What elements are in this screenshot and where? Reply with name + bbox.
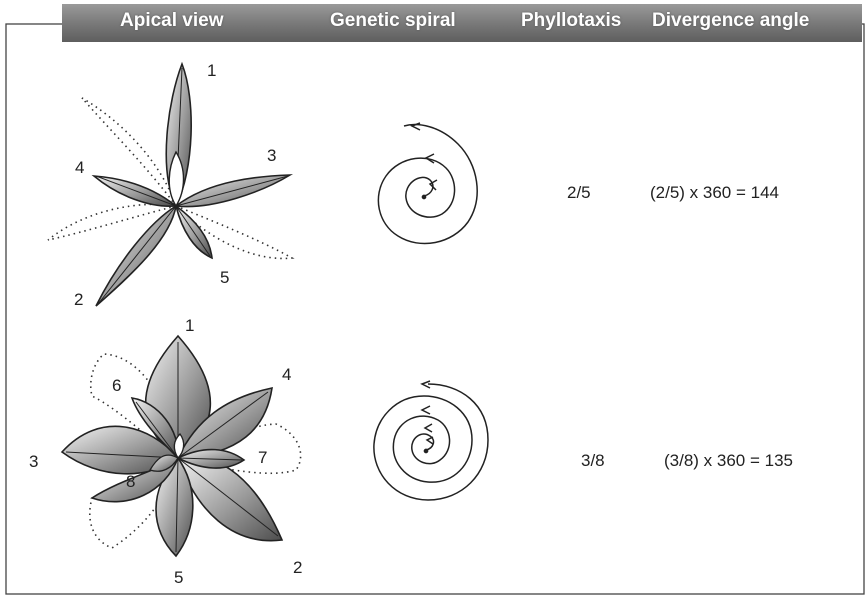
leaf-number: 4 <box>282 365 291 385</box>
leaf-number: 2 <box>293 558 302 578</box>
leaf-number: 3 <box>267 146 276 166</box>
apical-view-row2 <box>62 336 301 556</box>
leaf-number: 1 <box>185 316 194 336</box>
divergence-value-row2: (3/8) x 360 = 135 <box>664 451 793 471</box>
header-divergence-angle: Divergence angle <box>652 10 809 32</box>
genetic-spiral-row1 <box>378 123 477 244</box>
phyllotaxis-value-row2: 3/8 <box>581 451 605 471</box>
leaf-number: 1 <box>207 61 216 81</box>
outer-frame <box>6 24 864 594</box>
header-phyllotaxis: Phyllotaxis <box>521 10 621 32</box>
phyllotaxis-value-row1: 2/5 <box>567 183 591 203</box>
leaf-number: 2 <box>74 290 83 310</box>
leaf-number: 6 <box>112 376 121 396</box>
header-apical-view: Apical view <box>120 10 224 32</box>
leaf-number: 4 <box>75 158 84 178</box>
divergence-value-row1: (2/5) x 360 = 144 <box>650 183 779 203</box>
leaf-number: 7 <box>258 448 267 468</box>
leaf-number: 3 <box>29 452 38 472</box>
header-genetic-spiral: Genetic spiral <box>330 10 456 32</box>
leaf-number: 8 <box>126 472 135 492</box>
genetic-spiral-row2 <box>374 381 488 500</box>
leaf-number: 5 <box>174 568 183 588</box>
apical-view-row1 <box>48 64 292 306</box>
leaf-number: 5 <box>220 268 229 288</box>
